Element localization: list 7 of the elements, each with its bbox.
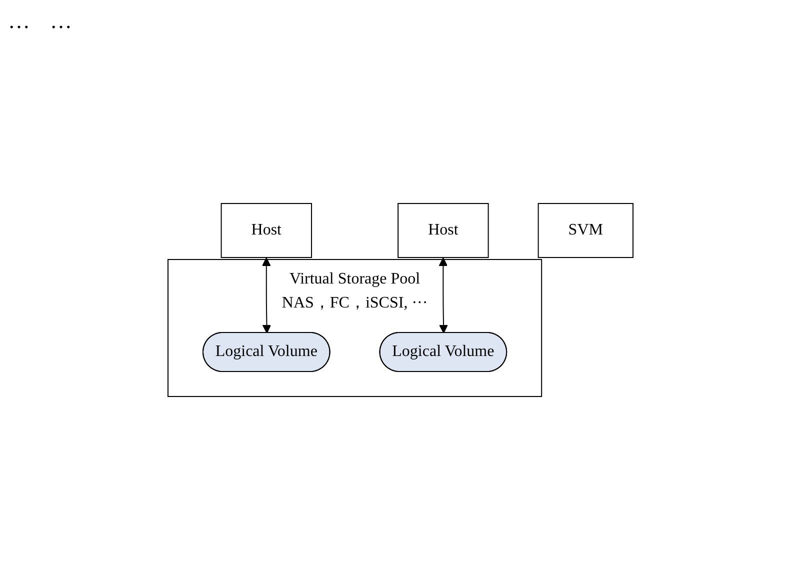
ellipsis-text: … [50, 8, 72, 33]
arrow [262, 258, 271, 334]
arrow [438, 258, 448, 334]
node-box: Host [397, 203, 488, 258]
node-box: Host [220, 203, 312, 258]
ellipsis-text: … [8, 8, 30, 33]
node-box: SVM [537, 203, 633, 258]
